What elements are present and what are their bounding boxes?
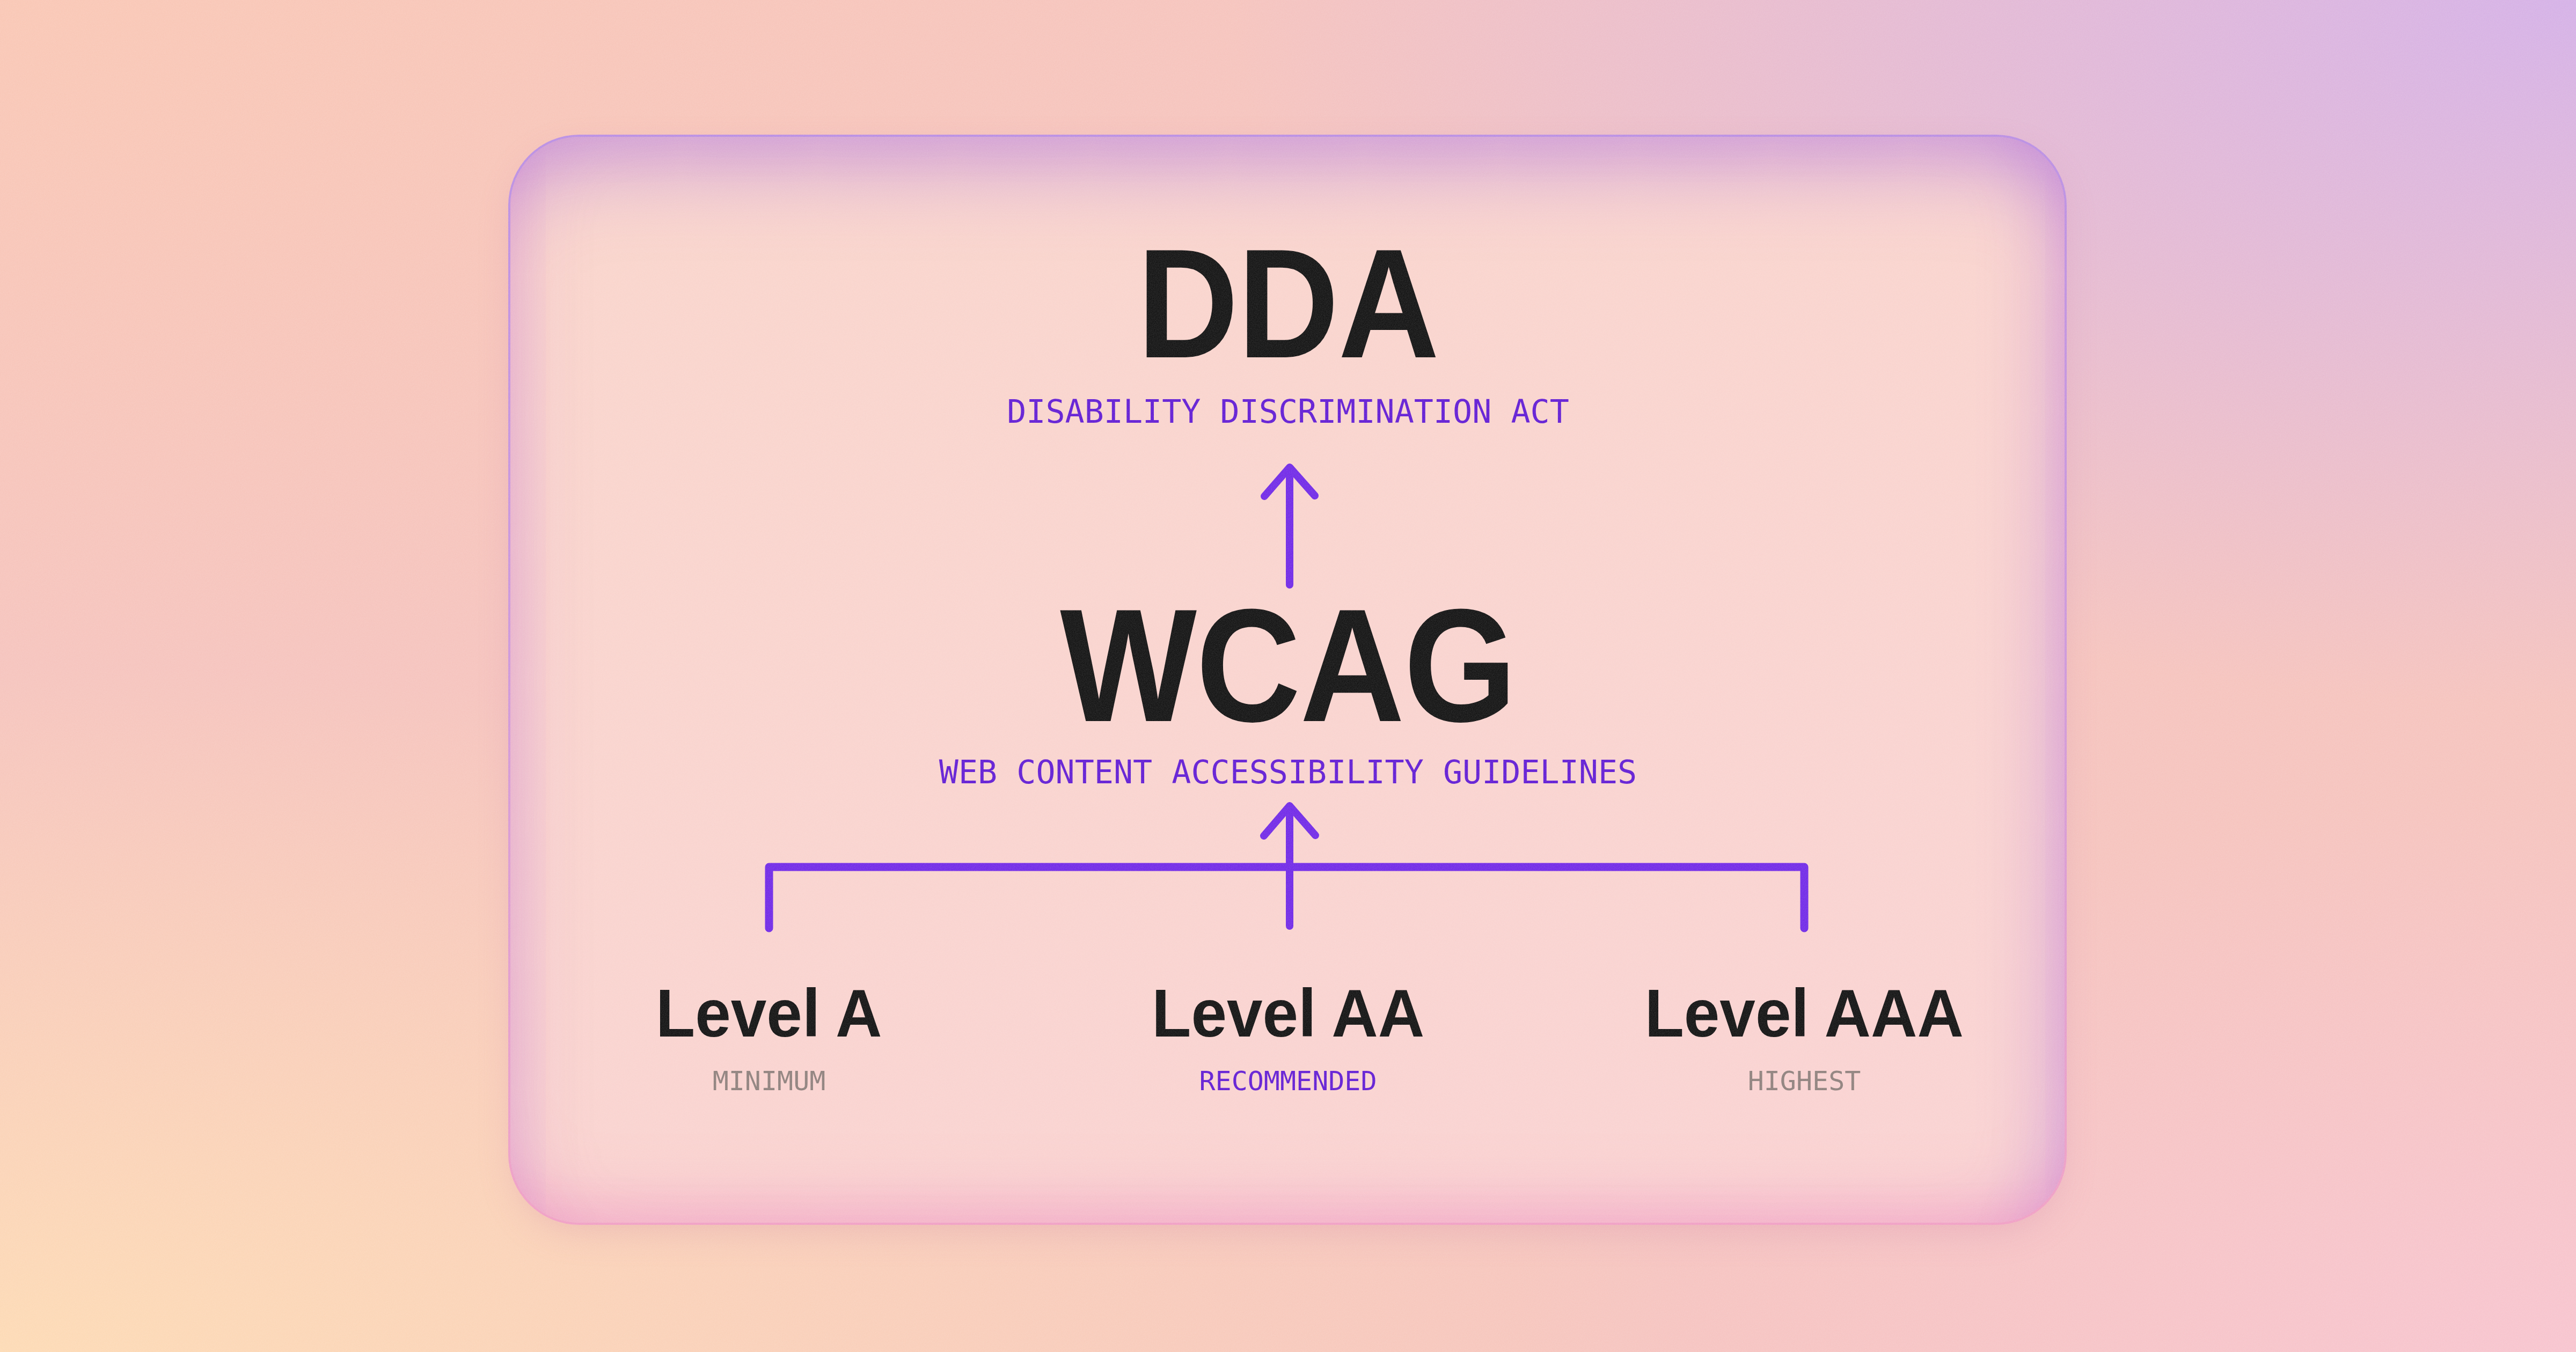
level-aa-label: RECOMMENDED — [1046, 1068, 1529, 1094]
level-aaa-title: Level AAA — [1563, 980, 2046, 1047]
level-aa-title: Level AA — [1046, 980, 1529, 1047]
branch-connector-icon — [762, 798, 1814, 936]
wcag-title: WCAG — [510, 585, 2066, 746]
wcag-subtitle: WEB CONTENT ACCESSIBILITY GUIDELINES — [510, 756, 2066, 788]
dda-title-text: DDA — [1137, 225, 1439, 381]
level-a-title: Level A — [528, 980, 1011, 1047]
level-a-label: MINIMUM — [528, 1068, 1011, 1094]
wcag-title-text: WCAG — [1060, 585, 1516, 746]
up-arrow-icon — [1256, 457, 1323, 589]
dda-subtitle: DISABILITY DISCRIMINATION ACT — [510, 395, 2066, 428]
level-aaa-label: HIGHEST — [1563, 1068, 2046, 1094]
dda-title: DDA — [510, 225, 2066, 381]
